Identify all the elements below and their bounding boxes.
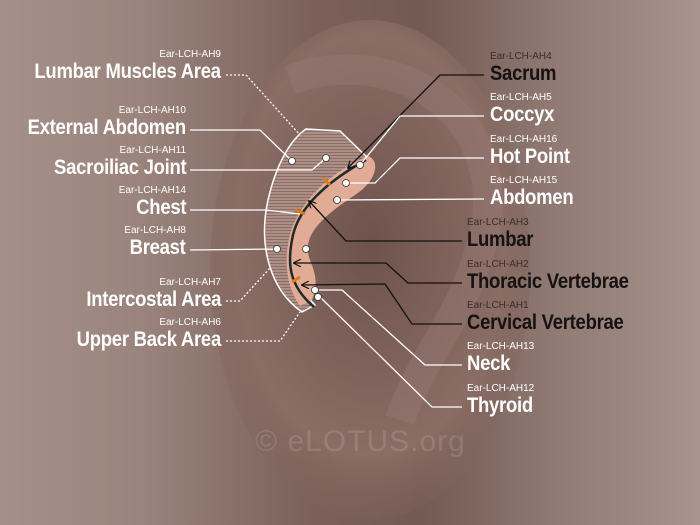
point-name: Chest (135, 196, 186, 219)
point-code: Ear-LCH-AH2 (467, 259, 529, 270)
point-code: Ear-LCH-AH15 (490, 175, 558, 186)
point-name: Hot Point (490, 145, 570, 168)
left-connectors (189, 74, 327, 342)
antihelix-ridge-line (288, 158, 367, 308)
point-name: Thoracic Vertebrae (467, 270, 629, 293)
point-code: Ear-LCH-AH12 (467, 383, 535, 394)
point-code: Ear-LCH-AH3 (467, 217, 529, 228)
watermark: © eLOTUS.org (255, 425, 466, 458)
point-name: External Abdomen (27, 116, 187, 139)
division-markers (291, 176, 332, 284)
point-code: Ear-LCH-AH16 (490, 134, 558, 145)
point-name: Upper Back Area (76, 328, 222, 351)
point-name: Breast (130, 236, 186, 259)
point-code: Ear-LCH-AH8 (124, 225, 186, 236)
point-code: Ear-LCH-AH1 (467, 300, 529, 311)
point-name: Coccyx (490, 103, 555, 126)
point-name: Sacrum (490, 62, 557, 85)
point-code: Ear-LCH-AH9 (159, 49, 221, 60)
point-name: Lumbar (467, 228, 534, 251)
point-code: Ear-LCH-AH6 (159, 317, 221, 328)
point-code: Ear-LCH-AH11 (119, 145, 187, 156)
point-code: Ear-LCH-AH10 (118, 105, 186, 116)
point-name: Abdomen (490, 186, 574, 209)
point-name: Intercostal Area (86, 288, 221, 311)
point-name: Cervical Vertebrae (467, 311, 624, 334)
antihelix-band (286, 156, 376, 306)
point-code: Ear-LCH-AH5 (490, 92, 552, 103)
point-name: Sacroiliac Joint (53, 156, 187, 179)
right-connectors (294, 74, 485, 408)
point-code: Ear-LCH-AH4 (490, 51, 552, 62)
point-code: Ear-LCH-AH13 (467, 341, 535, 352)
point-code: Ear-LCH-AH7 (159, 277, 221, 288)
point-name: Neck (467, 352, 511, 375)
point-code: Ear-LCH-AH14 (118, 185, 186, 196)
point-name: Lumbar Muscles Area (34, 60, 222, 83)
point-name: Thyroid (467, 394, 533, 417)
point-markers (273, 154, 364, 301)
